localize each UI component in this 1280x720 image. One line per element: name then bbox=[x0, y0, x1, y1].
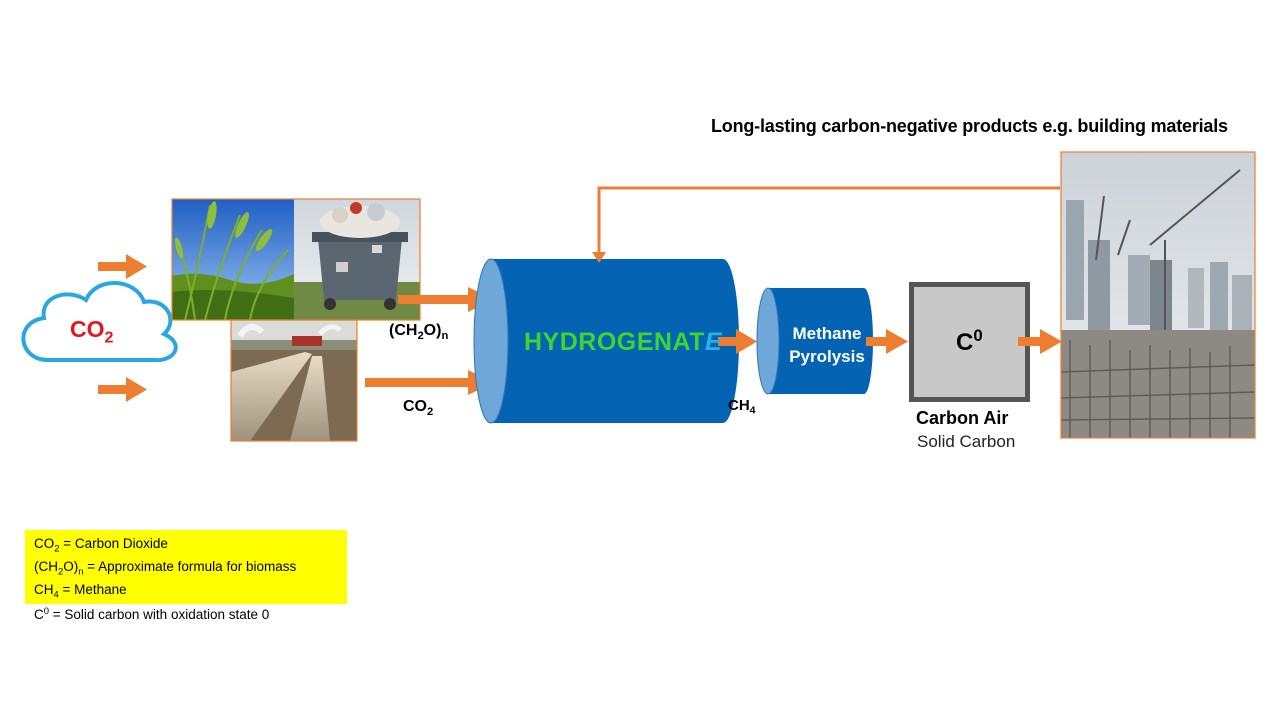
methane-output-label: CH4 bbox=[728, 397, 756, 417]
construction-site-photo bbox=[1060, 151, 1256, 439]
hydrogenate-cylinder bbox=[473, 258, 739, 424]
carbon-air-title: Carbon Air bbox=[916, 408, 1009, 428]
solid-carbon-subtitle: Solid Carbon bbox=[917, 432, 1016, 451]
carbon-arrow bbox=[866, 329, 908, 354]
legend-item-methane: CH4 = Methane bbox=[34, 581, 127, 600]
input-arrow-top bbox=[98, 254, 147, 279]
legend-box: CO2 = Carbon Dioxide (CH2O)n = Approxima… bbox=[25, 530, 347, 623]
photo-frame-bottom bbox=[230, 319, 358, 442]
co2-cloud bbox=[21, 281, 178, 363]
wheat-field-photo bbox=[172, 199, 294, 321]
legend-item-co2: CO2 = Carbon Dioxide bbox=[34, 536, 168, 555]
legend-item-carbon: C0 = Solid carbon with oxidation state 0 bbox=[34, 606, 270, 623]
legend-item-biomass: (CH2O)n = Approximate formula for biomas… bbox=[34, 558, 297, 578]
methane-arrow bbox=[718, 329, 757, 354]
biomass-formula-label: (CH2O)n bbox=[389, 322, 449, 342]
pipeline-photo bbox=[231, 320, 357, 441]
cloud-co2-label: CO2 bbox=[70, 316, 114, 347]
pyrolysis-cylinder bbox=[756, 287, 873, 395]
feedback-arrow bbox=[592, 186, 1060, 263]
carbon-box bbox=[909, 282, 1030, 402]
products-arrow bbox=[1018, 329, 1062, 354]
co2-input-label: CO2 bbox=[403, 398, 434, 418]
hydrogenate-title: HYDROGENATE bbox=[524, 328, 723, 356]
carbon-symbol-label: C0 bbox=[956, 326, 983, 357]
co2-arrow bbox=[365, 370, 494, 395]
headline: Long-lasting carbon-negative products e.… bbox=[711, 116, 1228, 136]
trash-bin-photo bbox=[294, 199, 420, 320]
input-arrow-bottom bbox=[98, 377, 147, 402]
